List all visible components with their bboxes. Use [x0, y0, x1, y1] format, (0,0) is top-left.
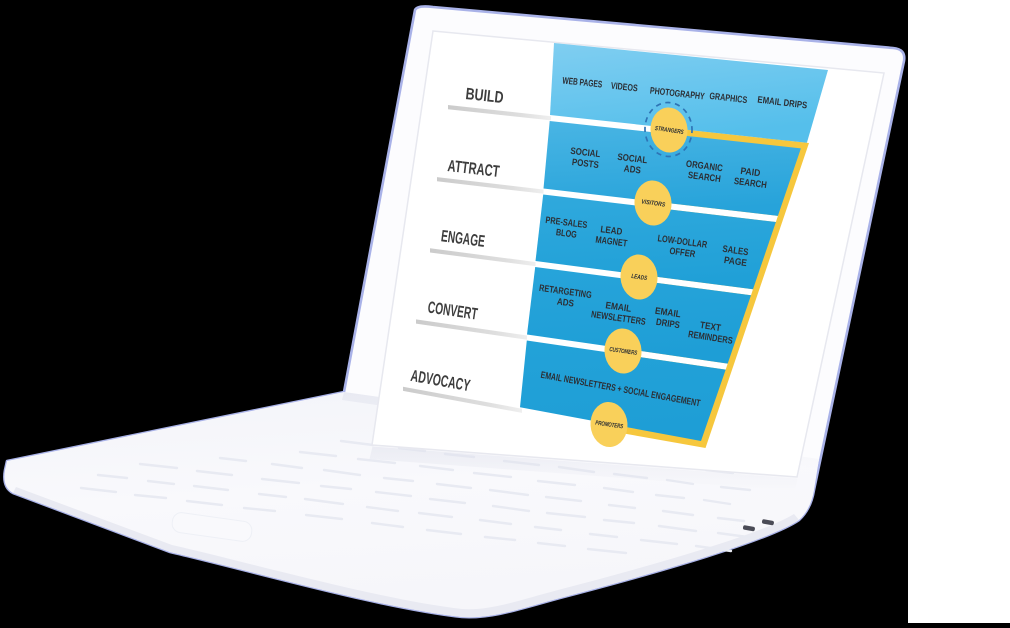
svg-text:SEARCH: SEARCH: [687, 170, 721, 185]
svg-text:EMAIL: EMAIL: [654, 306, 682, 321]
svg-text:PROMOTERS: PROMOTERS: [595, 420, 624, 431]
svg-text:EMAIL: EMAIL: [605, 300, 632, 315]
svg-text:VIDEOS: VIDEOS: [610, 81, 638, 95]
svg-text:BLOG: BLOG: [555, 227, 577, 241]
svg-text:BUILD: BUILD: [465, 85, 505, 107]
svg-text:ADS: ADS: [556, 296, 574, 309]
svg-text:ADS: ADS: [623, 164, 641, 177]
svg-text:CUSTOMERS: CUSTOMERS: [609, 346, 638, 357]
svg-text:SALES: SALES: [722, 244, 749, 259]
svg-text:MAGNET: MAGNET: [595, 235, 628, 250]
svg-text:POSTS: POSTS: [571, 157, 599, 171]
svg-text:LEAD: LEAD: [600, 224, 623, 238]
svg-text:STRANGERS: STRANGERS: [654, 125, 684, 136]
svg-text:OFFER: OFFER: [669, 246, 696, 260]
svg-text:ENGAGE: ENGAGE: [440, 227, 486, 251]
svg-text:PAGE: PAGE: [723, 255, 747, 269]
svg-text:WEB PAGES: WEB PAGES: [562, 76, 603, 91]
svg-text:PRE-SALES: PRE-SALES: [545, 215, 588, 231]
svg-text:GRAPHICS: GRAPHICS: [709, 91, 748, 106]
svg-text:SOCIAL: SOCIAL: [617, 152, 648, 166]
svg-text:TEXT: TEXT: [699, 320, 722, 334]
svg-text:ATTRACT: ATTRACT: [447, 157, 501, 181]
svg-text:ORGANIC: ORGANIC: [685, 159, 723, 175]
svg-text:SEARCH: SEARCH: [733, 176, 767, 191]
svg-text:SOCIAL: SOCIAL: [570, 146, 601, 160]
svg-text:LEADS: LEADS: [631, 273, 648, 282]
svg-text:DRIPS: DRIPS: [655, 317, 680, 331]
svg-text:VISITORS: VISITORS: [641, 198, 666, 208]
svg-text:PAID: PAID: [740, 166, 761, 180]
